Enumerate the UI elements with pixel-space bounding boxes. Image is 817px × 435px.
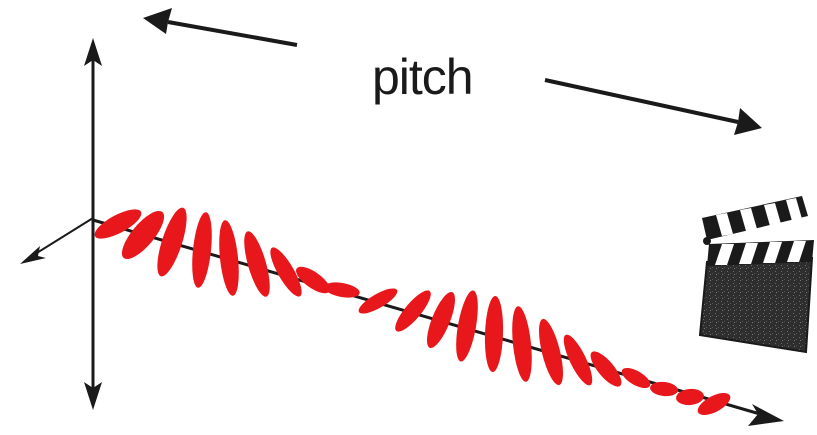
pitch-label: pitch xyxy=(372,49,474,105)
molecule-ellipse xyxy=(621,367,651,389)
molecule-ellipse xyxy=(157,207,187,277)
pitch-arrow-right-head xyxy=(734,108,762,135)
pitch-arrow-left-head xyxy=(143,8,172,34)
molecule-ellipse xyxy=(484,296,504,372)
vertical-axis xyxy=(84,38,102,410)
depth-axis-arrowhead xyxy=(20,246,46,264)
molecule-ellipse xyxy=(512,306,532,382)
molecule-ellipse xyxy=(427,291,455,349)
molecule-ellipse xyxy=(244,231,270,297)
vertical-axis-top-arrowhead xyxy=(84,38,102,66)
molecule-ellipse xyxy=(539,318,563,386)
molecule-ellipse xyxy=(590,351,622,387)
molecule-ellipse xyxy=(219,220,239,296)
pitch-arrows xyxy=(143,8,762,135)
molecule-ellipse xyxy=(295,266,331,294)
helix-axis-arrowhead xyxy=(748,404,784,426)
molecule-ellipse xyxy=(395,290,431,332)
helical-molecules xyxy=(94,207,731,416)
molecule-ellipse xyxy=(456,290,478,362)
molecule-ellipse xyxy=(650,381,678,397)
molecule-ellipse xyxy=(563,334,593,386)
molecule-ellipse xyxy=(697,392,731,416)
molecule-ellipse xyxy=(192,212,212,288)
molecule-ellipse xyxy=(94,209,142,239)
molecule-ellipse xyxy=(676,388,704,406)
depth-axis xyxy=(20,217,94,264)
vertical-axis-bottom-arrowhead xyxy=(84,382,102,410)
molecule-ellipse xyxy=(270,247,302,297)
clapperboard-icon xyxy=(698,196,814,354)
molecule-ellipse xyxy=(121,210,165,260)
molecule-ellipse xyxy=(358,288,398,314)
molecule-ellipse xyxy=(324,282,360,298)
